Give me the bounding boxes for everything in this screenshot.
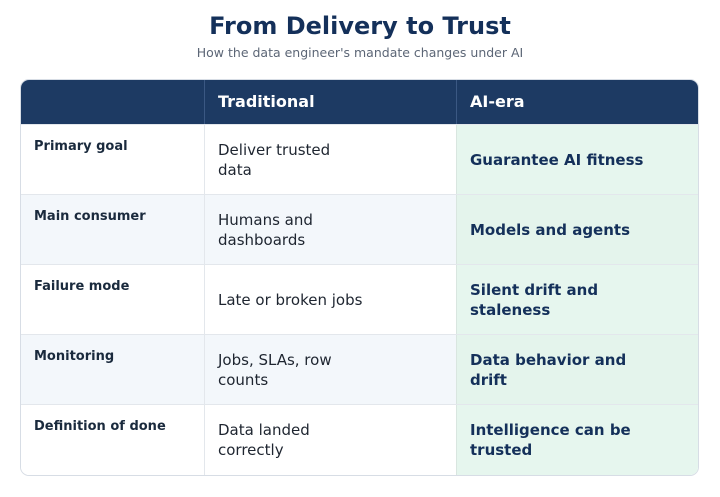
header-empty: [21, 80, 204, 124]
row-label: Primary goal: [34, 139, 128, 154]
header-ai-era: AI-era: [456, 80, 698, 124]
page-title: From Delivery to Trust: [209, 12, 511, 40]
traditional-text: Late or broken jobs: [218, 291, 363, 309]
traditional-text: Data landed correctly: [218, 421, 310, 459]
table-row: Primary goal Deliver trusted data Guaran…: [21, 124, 698, 195]
row-label: Main consumer: [34, 209, 146, 224]
traditional-cell: Jobs, SLAs, row counts: [204, 335, 456, 405]
table-row: Main consumer Humans and dashboards Mode…: [21, 194, 698, 265]
row-label: Definition of done: [34, 419, 166, 434]
ai-era-text: Models and agents: [470, 221, 631, 239]
comparison-table: Traditional AI-era Primary goal Deliver …: [20, 79, 699, 476]
ai-era-cell: Data behavior and drift: [456, 335, 698, 405]
ai-era-text: Guarantee AI fitness: [470, 151, 644, 169]
traditional-cell: Data landed correctly: [204, 405, 456, 475]
traditional-text: Deliver trusted data: [218, 141, 331, 179]
traditional-text: Jobs, SLAs, row counts: [218, 351, 332, 389]
table-row: Monitoring Jobs, SLAs, row counts Data b…: [21, 334, 698, 405]
traditional-cell: Deliver trusted data: [204, 125, 456, 195]
ai-era-cell: Guarantee AI fitness: [456, 125, 698, 195]
ai-era-text: Intelligence can be trusted: [470, 421, 631, 459]
row-label: Failure mode: [34, 279, 130, 294]
ai-era-cell: Models and agents: [456, 195, 698, 265]
table-row: Failure mode Late or broken jobs Silent …: [21, 264, 698, 335]
header-traditional: Traditional: [204, 80, 456, 124]
table-header: Traditional AI-era: [21, 80, 698, 124]
traditional-cell: Humans and dashboards: [204, 195, 456, 265]
ai-era-text: Silent drift and staleness: [470, 281, 599, 319]
row-label: Monitoring: [34, 349, 115, 364]
ai-era-text: Data behavior and drift: [470, 351, 627, 389]
ai-era-cell: Silent drift and staleness: [456, 265, 698, 335]
table-row: Definition of done Data landed correctly…: [21, 404, 698, 475]
ai-era-cell: Intelligence can be trusted: [456, 405, 698, 475]
page-subtitle: How the data engineer's mandate changes …: [196, 45, 524, 60]
traditional-text: Humans and dashboards: [218, 211, 313, 249]
traditional-cell: Late or broken jobs: [204, 265, 456, 335]
